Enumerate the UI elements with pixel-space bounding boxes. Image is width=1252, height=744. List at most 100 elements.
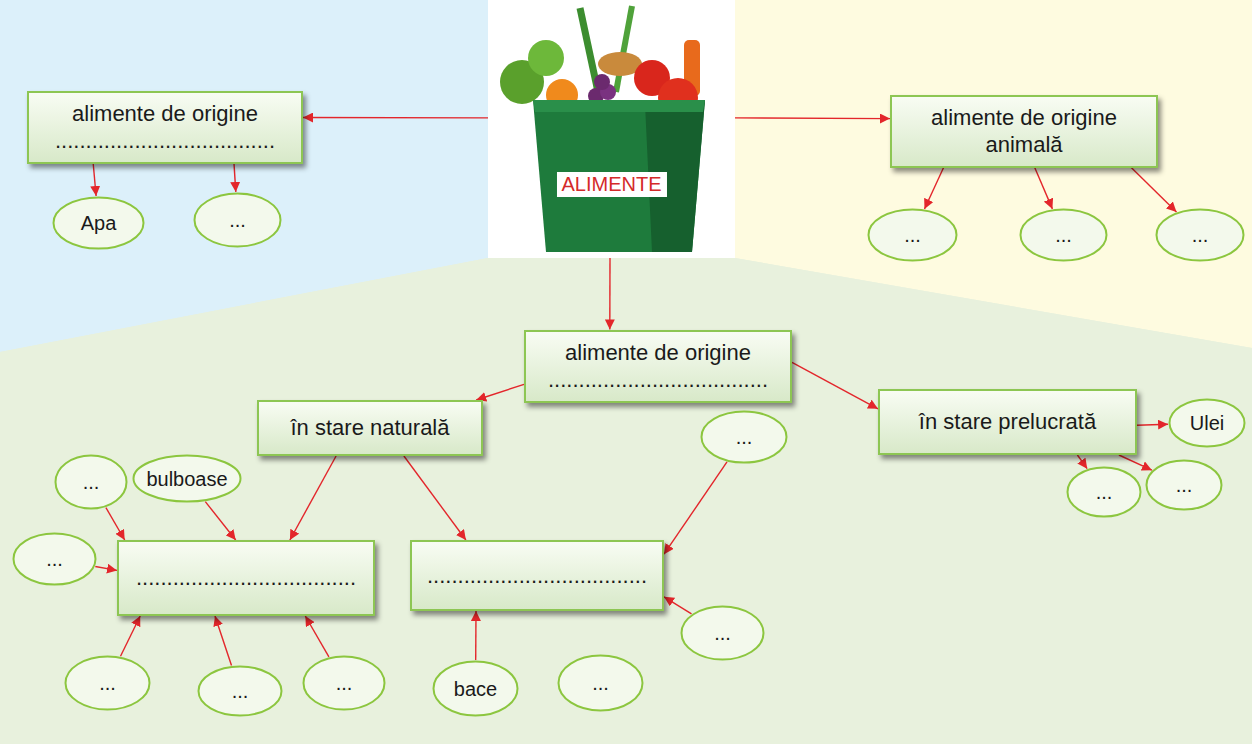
oval-shape bbox=[304, 657, 385, 710]
arrow-connector bbox=[475, 611, 477, 660]
arrow-connector bbox=[1131, 168, 1176, 213]
example-oval: ... bbox=[680, 605, 765, 661]
example-oval: ... bbox=[302, 655, 386, 711]
oval-shape bbox=[559, 656, 643, 711]
oval-label: ... bbox=[736, 426, 753, 448]
box-label: alimente de origine animală bbox=[914, 104, 1134, 159]
oval-shape bbox=[1068, 468, 1141, 517]
arrow-connector bbox=[1077, 455, 1087, 469]
oval-label: ... bbox=[229, 209, 246, 231]
box-label: alimente de origine ....................… bbox=[45, 100, 285, 155]
arrow-connector bbox=[215, 616, 232, 666]
oval-shape bbox=[66, 657, 150, 710]
state-box: în stare naturală bbox=[257, 400, 483, 456]
example-oval: Ulei bbox=[1168, 398, 1246, 448]
arrow-connector bbox=[93, 164, 96, 197]
oval-label: Ulei bbox=[1190, 412, 1224, 434]
example-oval: ... bbox=[1019, 208, 1108, 262]
arrow-connector bbox=[305, 616, 329, 657]
oval-label: ... bbox=[232, 680, 249, 702]
arrow-connector bbox=[234, 164, 236, 193]
oval-shape bbox=[56, 456, 127, 509]
oval-shape bbox=[1170, 400, 1245, 447]
example-oval: ... bbox=[193, 192, 282, 248]
example-oval: bace bbox=[432, 660, 519, 717]
oval-shape bbox=[1157, 210, 1244, 261]
example-oval: bulboase bbox=[132, 454, 242, 503]
oval-label: Apa bbox=[81, 212, 117, 234]
arrow-connector bbox=[121, 616, 141, 656]
oval-label: ... bbox=[904, 224, 921, 246]
example-oval: ... bbox=[1155, 208, 1245, 262]
oval-shape bbox=[1147, 461, 1222, 510]
arrow-connector bbox=[925, 168, 944, 210]
arrow-connector bbox=[205, 502, 235, 540]
category-box: alimente de origine ....................… bbox=[524, 330, 792, 403]
arrow-connector bbox=[664, 597, 692, 614]
example-oval: Apa bbox=[52, 196, 145, 250]
oval-label: ... bbox=[592, 672, 609, 694]
lettuce bbox=[528, 40, 564, 76]
example-oval: ... bbox=[1066, 466, 1142, 518]
arrow-connector bbox=[95, 567, 117, 571]
oval-shape bbox=[682, 607, 764, 660]
oval-shape bbox=[134, 456, 241, 502]
oval-shape bbox=[1021, 210, 1107, 261]
arrow-connector bbox=[404, 456, 466, 540]
arrow-connector bbox=[1119, 455, 1152, 470]
oval-label: ... bbox=[1176, 474, 1193, 496]
oval-label: ... bbox=[83, 471, 100, 493]
bag-rim bbox=[533, 100, 705, 112]
arrow-connector bbox=[792, 362, 878, 408]
example-oval: ... bbox=[867, 208, 958, 262]
example-oval: ... bbox=[12, 532, 97, 586]
oval-shape bbox=[434, 662, 518, 716]
oval-label: ... bbox=[714, 622, 731, 644]
example-oval: ... bbox=[557, 654, 644, 712]
grape bbox=[594, 74, 610, 90]
oval-shape bbox=[702, 412, 787, 463]
box-label: .................................... bbox=[136, 564, 356, 592]
oval-label: ... bbox=[99, 672, 116, 694]
example-oval: ... bbox=[1145, 459, 1223, 511]
oval-shape bbox=[869, 210, 957, 261]
arrow-connector bbox=[609, 258, 611, 330]
example-oval: ... bbox=[64, 655, 151, 711]
bag-body bbox=[533, 100, 705, 252]
arrow-connector bbox=[106, 508, 125, 540]
green-region bbox=[0, 258, 1252, 744]
oval-label: ... bbox=[1096, 481, 1113, 503]
oval-label: ... bbox=[1055, 224, 1072, 246]
oval-shape bbox=[54, 198, 144, 249]
arrow-connector bbox=[1137, 424, 1168, 425]
oval-label: ... bbox=[46, 548, 63, 570]
box-label: .................................... bbox=[427, 562, 647, 590]
arrow-connector bbox=[290, 456, 336, 540]
oval-label: bace bbox=[454, 678, 497, 700]
oval-label: ... bbox=[1192, 224, 1209, 246]
picture-label: ALIMENTE bbox=[556, 172, 666, 197]
category-box: alimente de origine animală bbox=[890, 95, 1158, 168]
central-picture: ALIMENTE bbox=[488, 0, 735, 258]
box-label: în stare prelucrată bbox=[919, 408, 1096, 436]
example-oval: ... bbox=[54, 454, 128, 510]
box-label: în stare naturală bbox=[291, 414, 450, 442]
category-box: alimente de origine ....................… bbox=[27, 91, 303, 164]
arrow-connector bbox=[303, 117, 488, 119]
oval-shape bbox=[14, 534, 96, 585]
group-box: .................................... bbox=[117, 540, 375, 616]
oval-shape bbox=[195, 194, 281, 247]
example-oval: ... bbox=[700, 410, 788, 464]
oval-label: bulboase bbox=[146, 468, 227, 490]
example-oval: ... bbox=[197, 665, 283, 717]
arrow-connector bbox=[735, 117, 890, 119]
arrow-connector bbox=[1035, 168, 1053, 209]
arrow-connector bbox=[664, 462, 727, 554]
picture-frame bbox=[488, 0, 735, 258]
oval-label: ... bbox=[336, 672, 353, 694]
grocery-bag-illustration bbox=[500, 6, 705, 252]
group-box: .................................... bbox=[410, 540, 664, 611]
oval-shape bbox=[199, 667, 282, 716]
state-box: în stare prelucrată bbox=[878, 389, 1137, 455]
